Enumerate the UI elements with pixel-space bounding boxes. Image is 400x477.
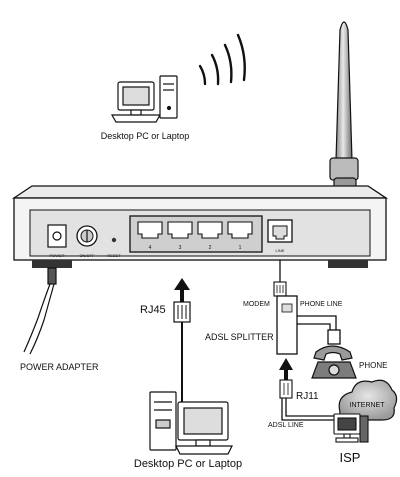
line-port-label: LINE [276,248,285,253]
wifi-waves-icon [198,33,246,86]
bottom-desktop-computer-icon [149,391,233,455]
top-desktop-computer-icon [110,75,178,123]
isp-label: ISP [340,450,361,465]
antenna [329,21,359,209]
rj45-cable [173,278,191,430]
phone-line-label: PHONE LINE [300,301,343,308]
adsl-splitter [273,281,298,355]
power-cable [23,267,57,355]
on-off-label: ON/OFF [79,253,95,258]
modem-label: MODEM [243,301,270,308]
lan-port-label-1: 1 [239,245,242,251]
adsl-splitter-label: ADSL SPLITTER [205,332,274,342]
isp-server-icon [333,413,369,443]
adsl-line-cable [279,358,334,421]
lan-port-label-4: 4 [149,245,152,251]
telephone-icon [311,345,357,379]
bottom-computer-label: Desktop PC or Laptop [134,458,242,470]
lan-ports [137,221,253,239]
lan-port-label-2: 2 [209,245,212,251]
phone-line-cable [297,315,341,345]
power-port-label: POWER [49,253,64,258]
router: POWER ON/OFF RESET 4 3 2 1 LINE [11,185,389,268]
power-adapter-label: POWER ADAPTER [20,362,99,372]
rj11-label: RJ11 [296,391,319,402]
top-computer-label: Desktop PC or Laptop [101,131,190,141]
reset-button [111,237,117,243]
lan-port-label-3: 3 [179,245,182,251]
reset-label: RESET [107,253,121,258]
phone-label: PHONE [359,361,387,370]
rj45-label: RJ45 [140,304,166,316]
adsl-line-label: ADSL LINE [268,422,304,429]
internet-label: INTERNET [350,402,386,409]
